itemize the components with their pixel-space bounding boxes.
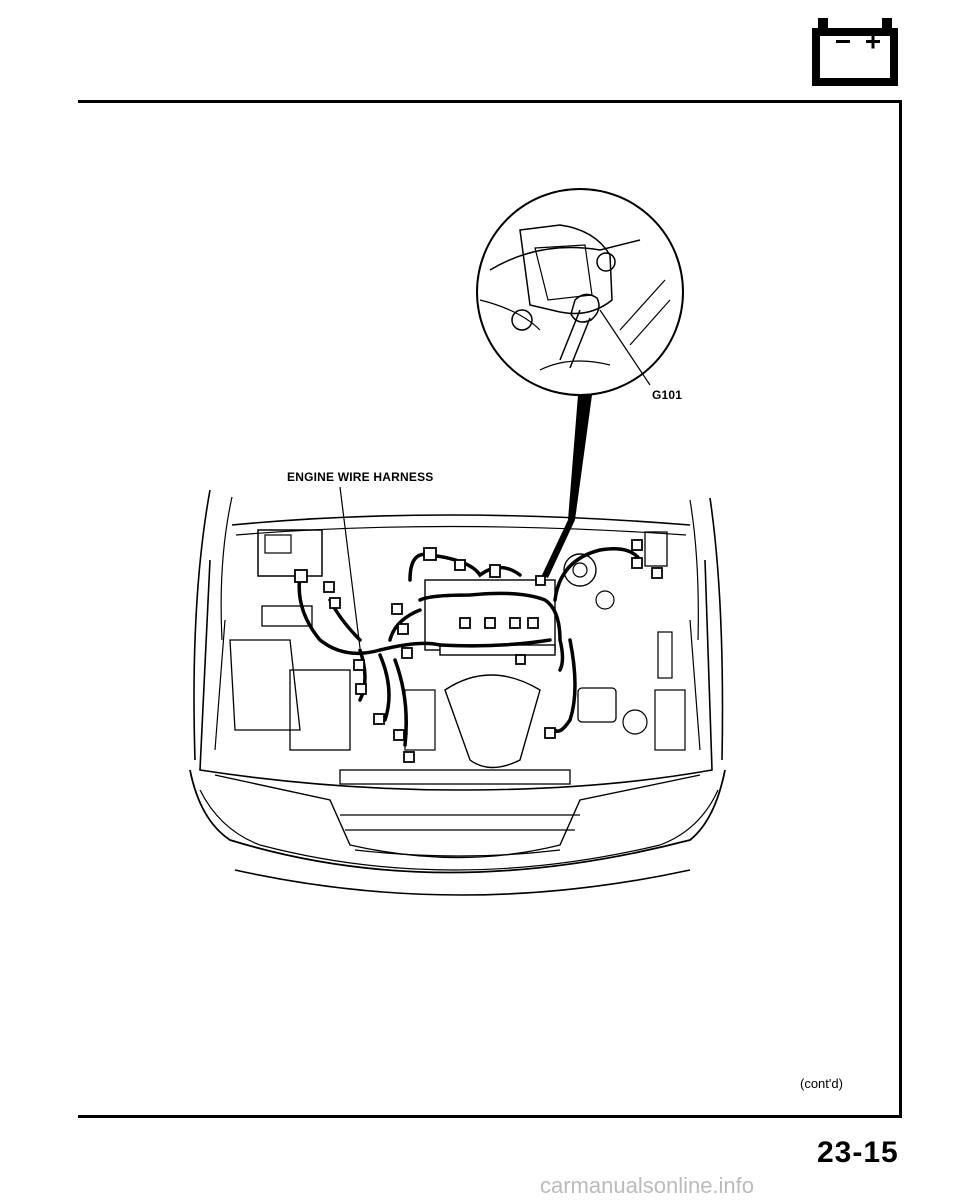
frame-top-rule — [78, 100, 902, 103]
frame-right-rule — [899, 100, 902, 1118]
watermark-text: carmanualsonline.info — [540, 1173, 755, 1198]
g101-ground-label: G101 — [652, 388, 683, 402]
ground-detail-circle — [476, 188, 684, 396]
page-number: 23-15 — [817, 1136, 899, 1169]
engine-bay-illustration — [189, 188, 726, 896]
battery-icon — [812, 18, 898, 86]
engine-wire-harness-label: ENGINE WIRE HARNESS — [287, 470, 434, 484]
frame-bottom-rule — [78, 1115, 902, 1118]
continued-note: (cont'd) — [800, 1076, 843, 1091]
